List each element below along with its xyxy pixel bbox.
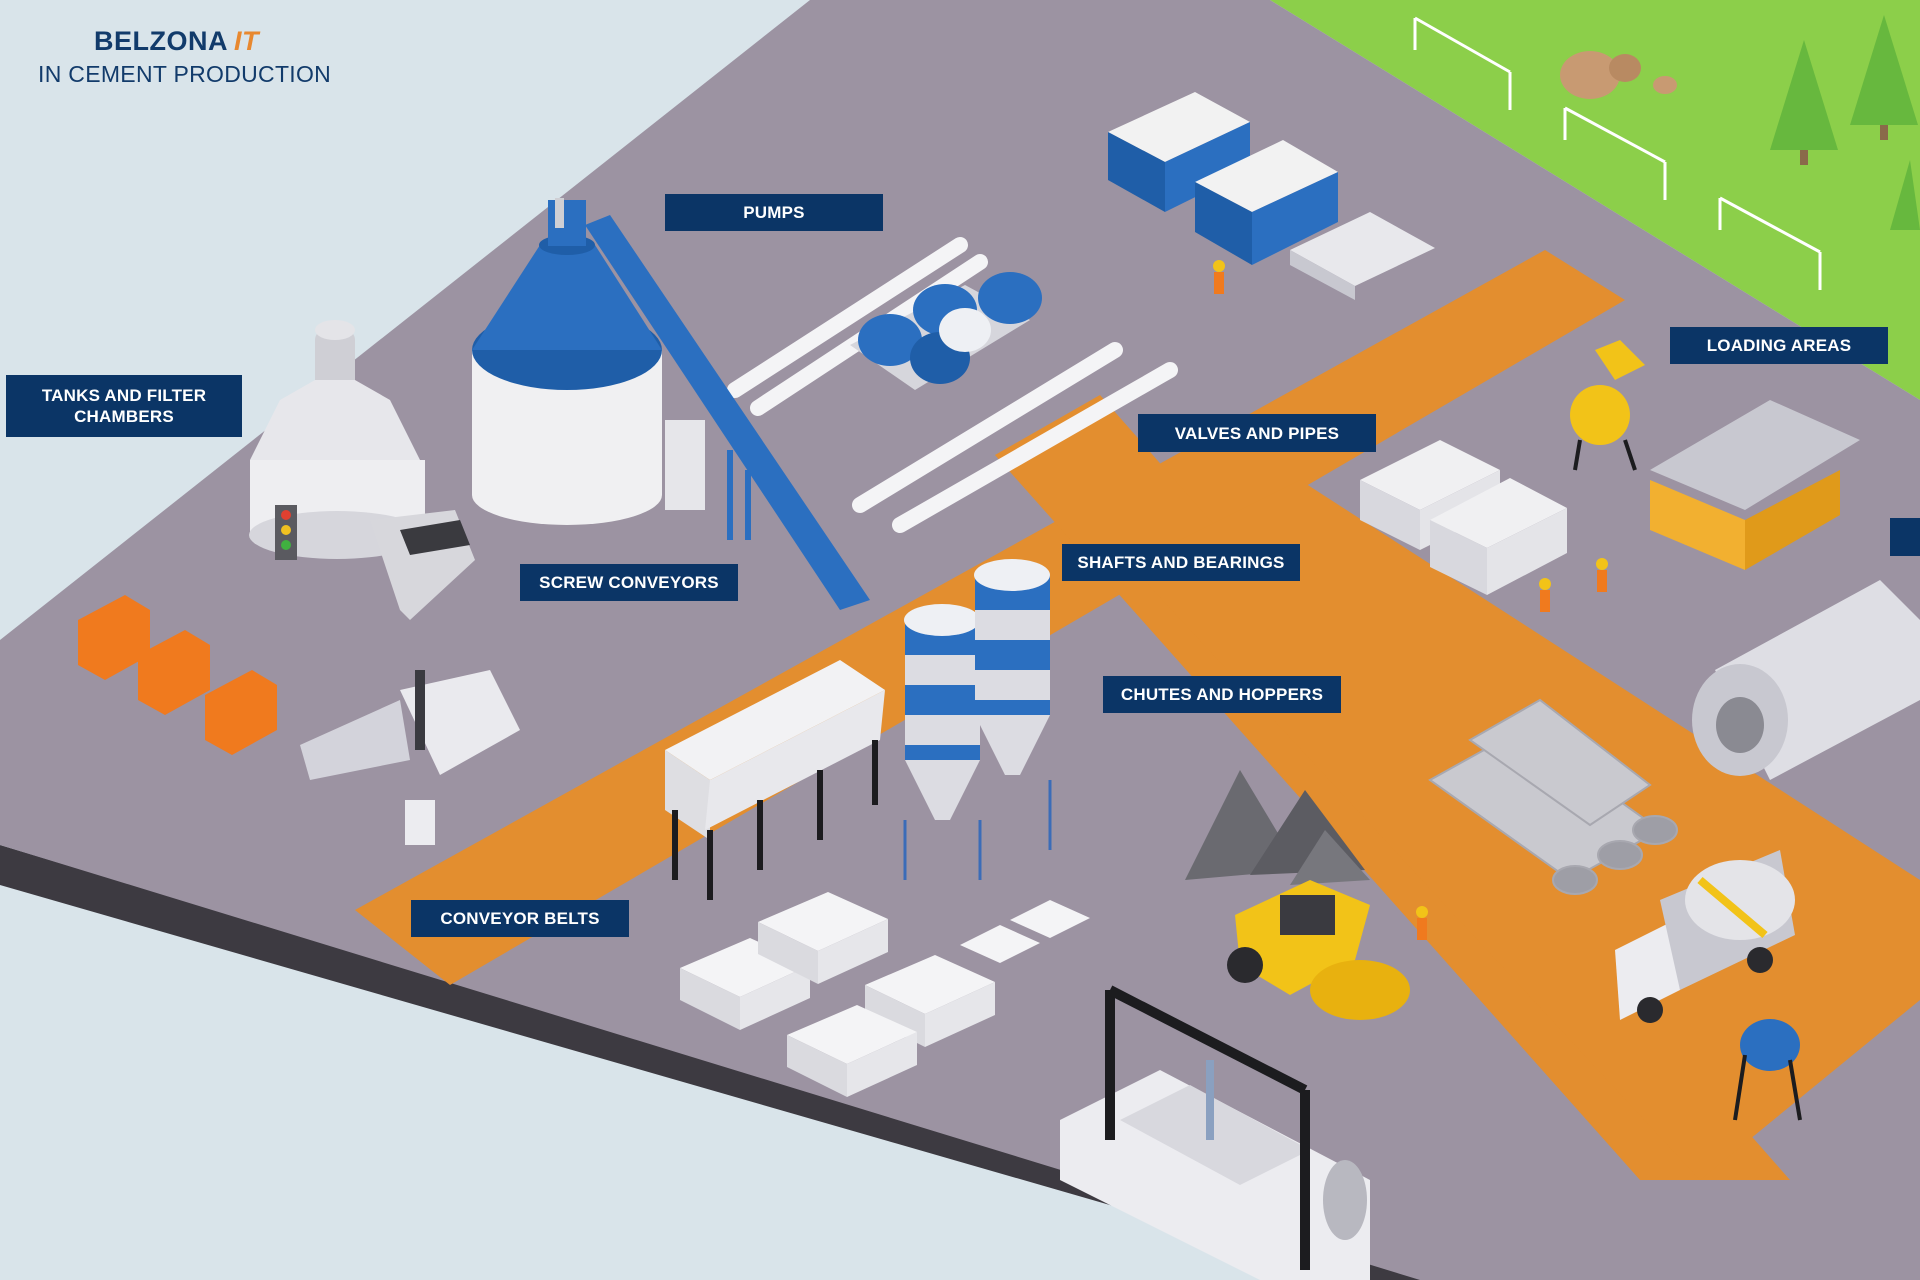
concrete-mixer-small	[1570, 340, 1645, 471]
trees	[1770, 15, 1920, 230]
concrete-pipe-stack	[1428, 698, 1678, 895]
label-screw-conveyors: SCREW CONVEYORS	[520, 564, 738, 601]
slab-stacks-front	[680, 892, 1090, 1097]
construction-printer	[1060, 985, 1370, 1280]
screw-conveyor	[585, 215, 870, 610]
twin-silos	[903, 559, 1052, 880]
ball-mill	[1692, 580, 1920, 780]
label-loading-areas: LOADING AREAS	[1670, 327, 1888, 364]
conveyor-hopper	[665, 660, 885, 900]
brick-pallets	[78, 595, 277, 755]
label-shafts-bearings: SHAFTS AND BEARINGS	[1062, 544, 1300, 581]
site-containers	[1108, 92, 1435, 300]
label-valves-pipes: VALVES AND PIPES	[1138, 414, 1376, 452]
mixer-truck	[1615, 850, 1795, 1023]
road-roller	[1227, 880, 1410, 1020]
grinding-unit	[300, 670, 520, 845]
label-conveyor-belts: CONVEYOR BELTS	[411, 900, 629, 937]
brand-name: BELZONA	[94, 26, 228, 56]
brand-suffix: IT	[234, 26, 259, 56]
rocks	[1560, 51, 1677, 99]
label-pumps: PUMPS	[665, 194, 883, 231]
label-partial-right	[1890, 518, 1920, 556]
workers	[1213, 260, 1608, 940]
filter-chamber	[249, 320, 475, 620]
pump-tanks	[850, 272, 1042, 390]
cement-mixer	[1733, 1019, 1802, 1121]
material-piles	[1185, 770, 1370, 885]
label-chutes-hoppers: CHUTES AND HOPPERS	[1103, 676, 1341, 713]
label-tanks-filter-chambers: TANKS AND FILTER CHAMBERS	[6, 375, 242, 437]
brand-subtitle: IN CEMENT PRODUCTION	[38, 61, 332, 87]
main-silo	[472, 198, 705, 525]
slab-stacks-right	[1360, 440, 1567, 595]
fence	[1413, 16, 1822, 290]
loading-hopper	[1650, 400, 1860, 570]
